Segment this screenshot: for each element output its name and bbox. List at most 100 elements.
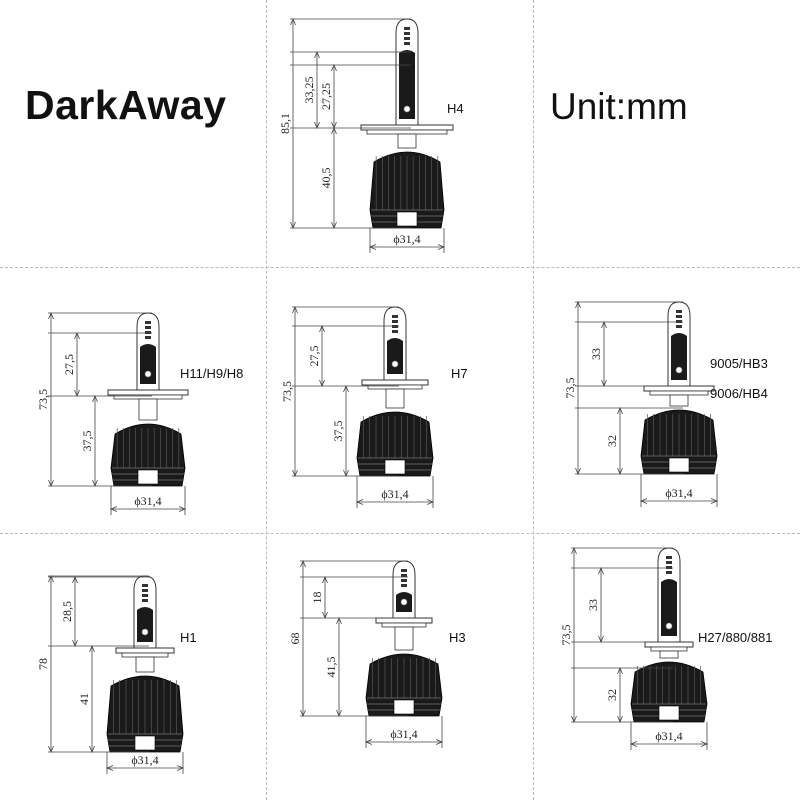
model-label: H11/H9/H8	[180, 366, 243, 381]
dimension-arrow	[89, 745, 95, 754]
stem-shape	[385, 388, 405, 409]
unit-label: Unit:mm	[550, 86, 688, 127]
led-chip-shape	[401, 569, 407, 572]
led-chip-shape	[666, 571, 672, 574]
collar-flange-shape	[643, 385, 715, 392]
dimension-arrow	[319, 379, 325, 388]
dimension-value-text: 37,5	[80, 431, 94, 452]
grid-divider-vertical-2	[533, 0, 534, 800]
led-chip-shape	[145, 331, 151, 334]
dimension-arrow	[336, 709, 342, 718]
stem-shape	[659, 650, 679, 659]
dimension-arrow	[176, 765, 185, 771]
dimension-arrow	[710, 498, 719, 504]
screw-shape	[403, 105, 411, 113]
stem-shape	[135, 656, 155, 673]
model-label: H3	[449, 630, 466, 645]
dimension-arrow	[639, 498, 648, 504]
dimension-arrow	[92, 394, 98, 403]
dimension-value-text: 73,5	[559, 625, 573, 646]
collar-flange-shape	[360, 124, 454, 131]
dimension-arrow	[74, 389, 80, 398]
diameter-value-text: ϕ31,4	[381, 487, 408, 501]
dimension-arrow	[598, 566, 604, 575]
led-chip-shape	[676, 315, 682, 318]
collar-ring-shape	[650, 646, 688, 652]
dimension-value-text: 33,25	[302, 77, 316, 104]
dimension-arrow	[343, 384, 349, 393]
dimension-arrow	[368, 244, 377, 250]
dimension-arrow	[331, 221, 337, 230]
led-chip-shape	[666, 566, 672, 569]
led-chip-shape	[142, 594, 148, 597]
led-chip-shape	[392, 330, 398, 333]
screw-shape	[144, 370, 152, 378]
led-chip-shape	[142, 584, 148, 587]
led-chip-shape	[401, 579, 407, 582]
base-notch-shape	[658, 705, 680, 721]
dimension-arrow	[300, 559, 306, 568]
screw-shape	[665, 622, 673, 630]
led-chip-shape	[145, 321, 151, 324]
model-label: H4	[447, 101, 464, 116]
dimension-value-text: 73,5	[280, 381, 294, 402]
model-label: H27/880/881	[698, 630, 772, 645]
led-chip-shape	[666, 556, 672, 559]
stem-shape	[669, 394, 689, 407]
dimension-arrow	[300, 709, 306, 718]
dimension-value-text: 73,5	[563, 378, 577, 399]
collar-flange-shape	[375, 617, 433, 624]
dimension-arrow	[437, 244, 446, 250]
dimension-value-text: 40,5	[319, 168, 333, 189]
grid-divider-vertical-1	[266, 0, 267, 800]
dimension-arrow	[292, 305, 298, 314]
dimension-arrow	[617, 467, 623, 476]
model-label: 9005/HB3	[710, 356, 768, 371]
base-notch-shape	[137, 469, 159, 485]
dimension-arrow	[178, 506, 187, 512]
model-label: H7	[451, 366, 468, 381]
brand-logo-text: DarkAway	[25, 82, 227, 128]
dimension-arrow	[314, 50, 320, 59]
dimension-arrow	[426, 499, 435, 505]
dimension-value-text: 27,25	[319, 83, 333, 110]
base-notch-shape	[668, 457, 690, 473]
dimension-arrow	[355, 499, 364, 505]
collar-flange-shape	[115, 647, 175, 654]
dimension-arrow	[575, 300, 581, 309]
reflector-shape	[387, 338, 403, 374]
led-chip-shape	[666, 561, 672, 564]
collar-flange-shape	[107, 389, 189, 396]
collar-ring-shape	[366, 129, 448, 135]
base-notch-shape	[393, 699, 415, 715]
dimension-arrow	[575, 467, 581, 476]
collar-flange-shape	[361, 379, 429, 386]
dimension-arrow	[617, 715, 623, 724]
led-chip-shape	[392, 325, 398, 328]
diameter-value-text: ϕ31,4	[131, 753, 158, 767]
dimension-arrow	[290, 221, 296, 230]
dimension-value-text: 78	[36, 658, 50, 670]
dimension-arrow	[319, 324, 325, 333]
dimension-value-text: 85,1	[278, 113, 292, 134]
collar-ring-shape	[649, 390, 709, 396]
dimension-arrow	[322, 575, 328, 584]
reflector-shape	[671, 333, 687, 380]
dimension-arrow	[601, 320, 607, 329]
dimension-arrow	[290, 17, 296, 26]
reflector-shape	[140, 344, 156, 384]
dimension-arrow	[322, 611, 328, 620]
base-notch-shape	[134, 735, 156, 751]
dimension-value-text: 68	[288, 633, 302, 645]
screw-shape	[400, 598, 408, 606]
led-chip-shape	[404, 32, 410, 35]
led-chip-shape	[404, 42, 410, 45]
